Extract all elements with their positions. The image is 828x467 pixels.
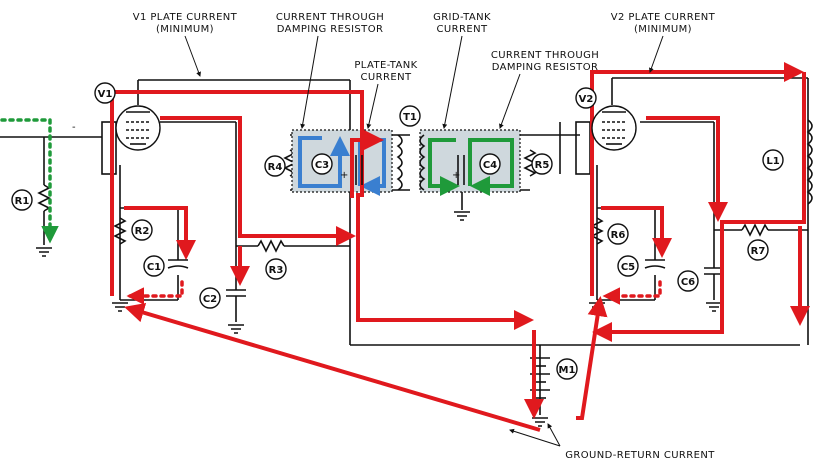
label-c6: C6 — [681, 277, 695, 288]
c4-plus-sign: + — [452, 170, 461, 181]
label-c5: C5 — [621, 262, 635, 273]
label-c3: C3 — [315, 160, 329, 171]
v1-plate-current-line1: V1 PLATE CURRENT — [133, 12, 238, 23]
label-r4: R4 — [268, 162, 283, 173]
label-c4: C4 — [483, 160, 497, 171]
plate-tank-line1: PLATE-TANK — [354, 60, 417, 71]
r1-grid-current — [0, 118, 59, 244]
damping-right-line1: CURRENT THROUGH — [491, 50, 599, 61]
damping-right-line2: DAMPING RESISTOR — [492, 62, 599, 73]
c3-plus-sign: + — [340, 170, 349, 181]
label-r6: R6 — [611, 230, 626, 241]
grid-tank-line1: GRID-TANK — [433, 12, 491, 23]
label-r7: R7 — [751, 246, 766, 257]
label-r5: R5 — [535, 160, 550, 171]
input-minus-sign: - — [72, 122, 76, 133]
v2-plate-current-line1: V2 PLATE CURRENT — [611, 12, 716, 23]
v1-plate-current-line2: (MINIMUM) — [156, 24, 214, 35]
label-l1: L1 — [766, 156, 779, 167]
label-r1: R1 — [15, 196, 30, 207]
damping-left-line1: CURRENT THROUGH — [276, 12, 384, 23]
label-v2: V2 — [579, 94, 594, 105]
grid-tank-line2: CURRENT — [437, 24, 488, 35]
v2-plate-current-line2: (MINIMUM) — [634, 24, 692, 35]
label-v1: V1 — [98, 89, 113, 100]
v1-tube — [115, 105, 161, 151]
label-r2: R2 — [135, 226, 150, 237]
t1-secondary-coil — [419, 134, 426, 191]
component-labels: V1 V2 T1 R1 R2 C1 C2 R3 R4 C3 C4 R5 R6 C… — [11, 82, 784, 380]
plate-tank-line2: CURRENT — [361, 72, 412, 83]
ground-return-label: GROUND-RETURN CURRENT — [565, 450, 715, 461]
t1-primary-coil — [396, 134, 403, 191]
label-c1: C1 — [147, 262, 161, 273]
v2-tube — [591, 105, 637, 151]
label-m1: M1 — [559, 365, 576, 376]
label-t1: T1 — [403, 112, 417, 123]
grid-tank-current-path — [428, 138, 514, 196]
label-c2: C2 — [203, 294, 217, 305]
annotations: V1 PLATE CURRENT (MINIMUM) CURRENT THROU… — [133, 12, 716, 461]
damping-left-line2: DAMPING RESISTOR — [277, 24, 384, 35]
capacitor-symbols — [167, 155, 666, 269]
label-r3: R3 — [269, 265, 284, 276]
plate-current-paths — [110, 62, 810, 432]
